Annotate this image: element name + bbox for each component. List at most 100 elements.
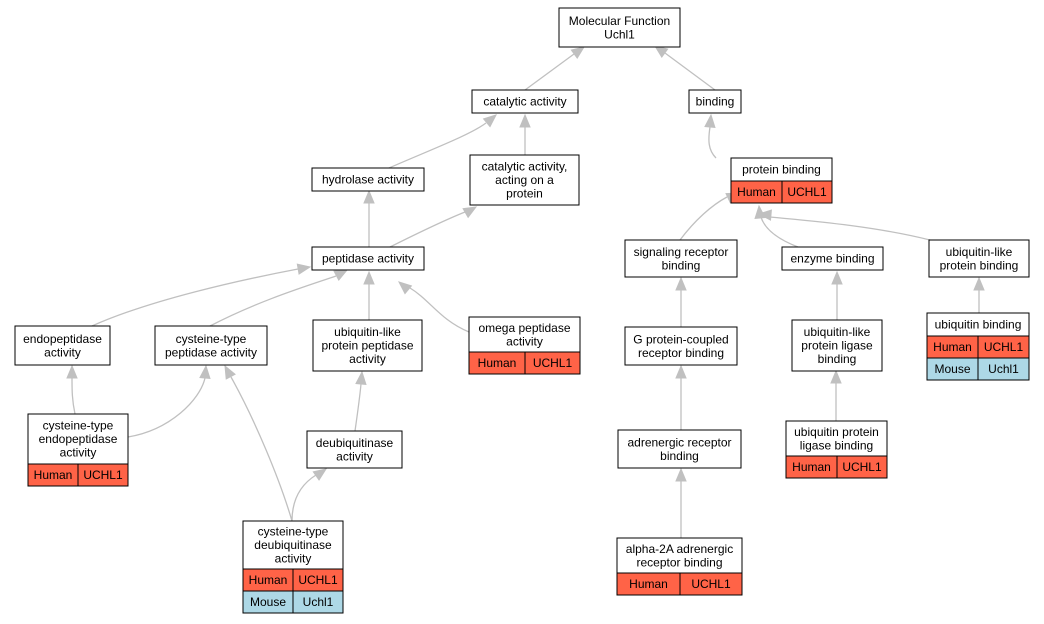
node-label-line: acting on a <box>495 173 554 187</box>
node-box <box>306 430 403 469</box>
edge-arrowhead <box>704 113 716 128</box>
node-label-line: ubiquitin-like <box>946 245 1013 259</box>
gene-label: UCHL1 <box>298 573 338 587</box>
edge-arrowhead <box>333 269 349 281</box>
edge-line <box>389 211 466 248</box>
gene-cell <box>977 357 1030 381</box>
edge-line <box>71 377 76 415</box>
go-term-node-hydrolase: hydrolase activity <box>311 167 425 192</box>
edge-arrowhead <box>355 370 367 385</box>
node-box <box>311 167 425 192</box>
edge-arrowhead <box>224 364 236 380</box>
node-box <box>558 7 681 48</box>
gene-label: UCHL1 <box>83 468 123 482</box>
edge-line <box>769 216 931 241</box>
species-label: Human <box>478 356 517 370</box>
node-label-line: catalytic activity <box>483 95 566 109</box>
node-box <box>781 246 884 271</box>
node-label-line: binding <box>662 258 701 272</box>
gene-cell <box>524 351 581 375</box>
edge-arrowhead <box>312 468 328 481</box>
species-label: Human <box>792 460 831 474</box>
gene-label: Uchl1 <box>988 362 1019 376</box>
edge-line <box>209 275 337 327</box>
gene-cell <box>292 590 344 614</box>
gene-label: UCHL1 <box>691 577 731 591</box>
node-label-line: peptidase activity <box>322 252 414 266</box>
node-label-line: alpha-2A adrenergic <box>626 542 733 556</box>
go-term-node-peptidase: peptidase activity <box>311 246 425 271</box>
node-label-line: cysteine-type <box>258 525 329 539</box>
edge-line <box>679 196 728 241</box>
gene-label: Uchl1 <box>303 595 334 609</box>
node-box <box>791 319 883 372</box>
node-label-line: deubiquitinase <box>316 436 394 450</box>
edge-arrowhead <box>675 467 687 482</box>
node-label-line: Uchl1 <box>604 27 635 41</box>
edge-arrowhead <box>482 114 497 128</box>
edge-arrowhead <box>66 364 78 379</box>
node-label-line: receptor binding <box>636 555 722 569</box>
node-label-line: deubiquitinase <box>254 538 332 552</box>
gene-label: UCHL1 <box>533 356 573 370</box>
edge-arrowhead <box>653 45 669 58</box>
node-label-line: protein binding <box>940 258 1019 272</box>
edge-arrowhead <box>398 281 413 295</box>
node-label-line: activity <box>44 345 81 359</box>
node-label-line: G protein-coupled <box>633 332 728 346</box>
node-label-line: protein peptidase <box>321 339 413 353</box>
node-label-line: activity <box>506 334 543 348</box>
node-label-line: activity <box>275 552 312 566</box>
node-label-line: ligase binding <box>800 438 873 452</box>
node-label-line: peptidase activity <box>165 345 257 359</box>
go-term-node-binding: binding <box>688 89 742 114</box>
node-box <box>469 154 580 206</box>
gene-cell <box>679 572 743 596</box>
node-label-line: protein binding <box>742 163 821 177</box>
node-label-line: endopeptidase <box>23 332 102 346</box>
edge-line <box>91 268 299 327</box>
node-label-line: receptor binding <box>638 346 724 360</box>
node-box <box>154 325 268 366</box>
gene-label: UCHL1 <box>787 185 827 199</box>
node-label-line: cysteine-type <box>176 332 247 346</box>
edge-arrowhead <box>757 209 772 221</box>
node-box <box>14 325 111 366</box>
go-term-node-catalytic: catalytic activity <box>471 89 579 114</box>
node-box <box>928 239 1030 278</box>
node-label-line: binding <box>696 95 735 109</box>
edge-line <box>291 474 317 522</box>
edge-arrowhead <box>296 263 312 275</box>
node-label-line: ubiquitin-like <box>804 325 871 339</box>
node-label-line: binding <box>660 449 699 463</box>
edge-arrowhead <box>831 270 843 285</box>
edges <box>66 45 985 538</box>
edge-arrowhead <box>675 364 687 379</box>
node-label-line: cysteine-type <box>43 419 114 433</box>
node-box <box>312 319 423 372</box>
node-label-line: endopeptidase <box>39 432 118 446</box>
edge-arrowhead <box>973 276 985 291</box>
node-label-line: omega peptidase <box>478 321 570 335</box>
node-label-line: activity <box>349 352 386 366</box>
node-label-line: activity <box>60 446 97 460</box>
gene-label: UCHL1 <box>984 340 1024 354</box>
go-term-node-cysteine-deubiquitinase: cysteine-typedeubiquitinaseactivityHuman… <box>242 520 344 614</box>
edge-line <box>760 216 799 248</box>
node-label-line: enzyme binding <box>790 252 874 266</box>
node-label-line: activity <box>336 449 373 463</box>
node-label-line: signaling receptor <box>634 245 729 259</box>
edge-arrowhead <box>570 46 586 59</box>
node-label-line: binding <box>818 352 857 366</box>
species-label: Human <box>933 340 972 354</box>
